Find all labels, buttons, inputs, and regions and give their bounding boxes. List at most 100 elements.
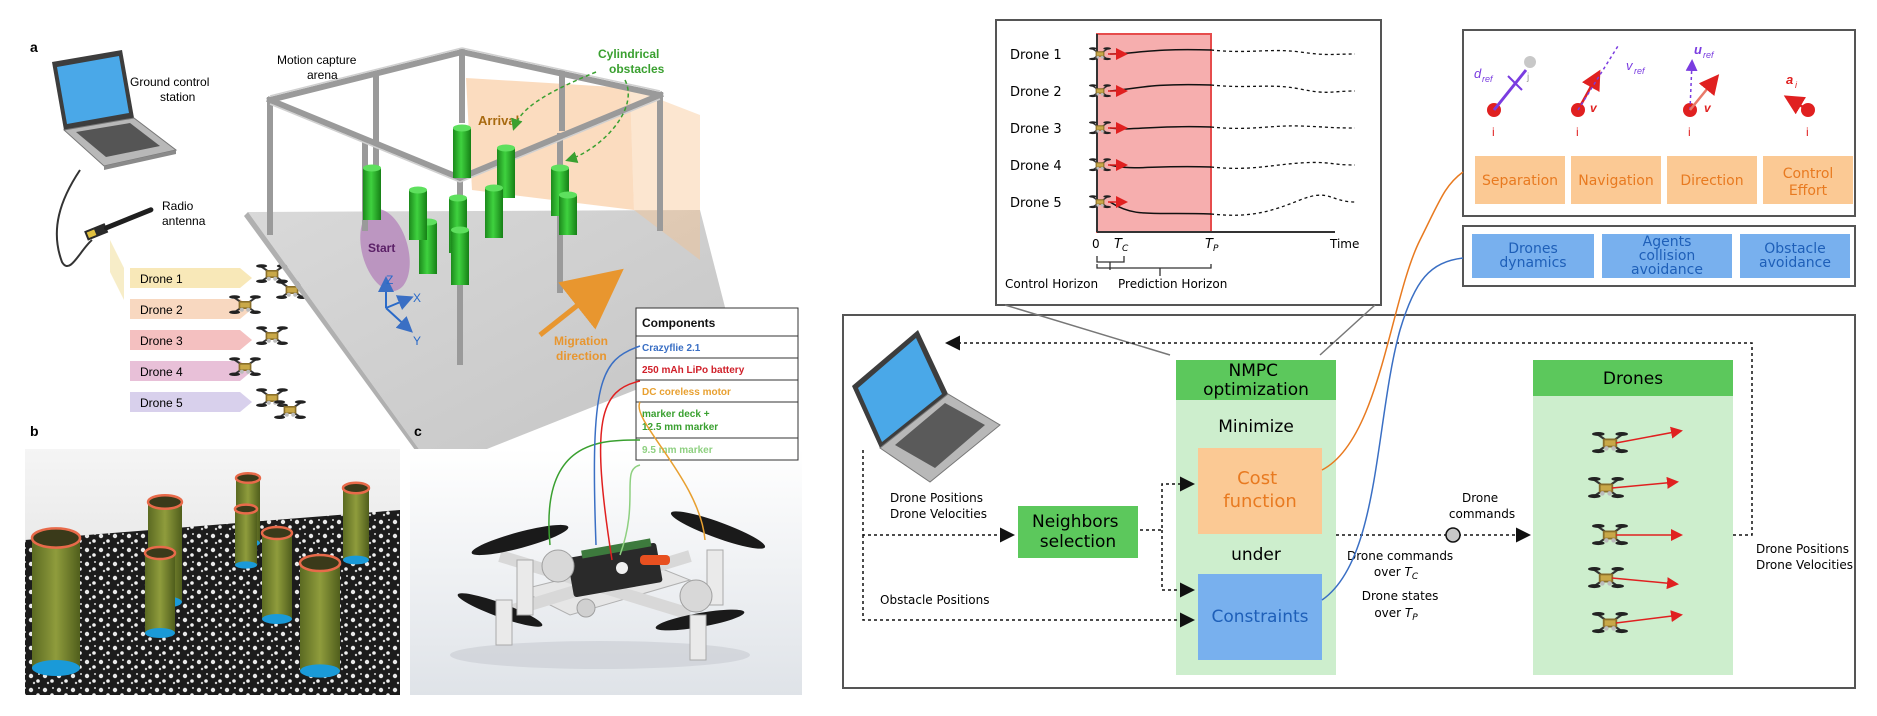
cost-term-label: Separation xyxy=(1482,173,1558,189)
agent-i-label: i xyxy=(1806,125,1809,139)
horizon-trajectory-dashed xyxy=(1210,84,1356,93)
inputs-states-label: Drone Positions Drone Velocities xyxy=(890,491,987,521)
drone-tag-2 xyxy=(130,299,252,319)
tube-rim xyxy=(298,553,342,573)
cost-term-box xyxy=(1571,156,1661,204)
agent-i-label: i xyxy=(1688,125,1691,139)
icon-sub-ref: ref xyxy=(1703,50,1715,60)
component-label: 9.5 mm marker xyxy=(642,445,713,456)
inputs-line1: Drone Positions xyxy=(890,491,983,505)
component-label: Crazyflie 2.1 xyxy=(642,343,701,354)
component-leader xyxy=(599,380,641,561)
truss-detail xyxy=(269,47,661,183)
constraint-leader xyxy=(1321,257,1464,601)
drones-column xyxy=(1533,360,1733,675)
constraint-term-box xyxy=(1740,234,1850,278)
constraint-term-box xyxy=(1602,234,1732,278)
cost-term-label: Navigation xyxy=(1578,173,1654,189)
radio-line1: Radio xyxy=(162,199,194,213)
swarm-velocity-arrow xyxy=(1615,610,1683,624)
obstacle-positions-label: Obstacle Positions xyxy=(880,593,989,607)
cylinder-top xyxy=(551,164,569,172)
commands-over-tc: T xyxy=(1401,565,1414,579)
component-label: DC coreless motor xyxy=(642,387,731,398)
component-leader xyxy=(638,401,706,541)
tube-rim xyxy=(234,471,262,485)
time-axis-label: Time xyxy=(1329,237,1359,251)
swarm-velocity-arrow xyxy=(1611,577,1679,590)
cost-term-line: Control xyxy=(1783,166,1834,182)
component-label-line: 12.5 mm marker xyxy=(642,422,718,433)
icon-label-vi: v xyxy=(1704,101,1712,115)
cost-term-line: Effort xyxy=(1789,183,1828,199)
icon-label-vi: v xyxy=(1590,101,1598,115)
horizon-drone-label: Drone 5 xyxy=(1010,196,1062,211)
horizon-trajectory-dashed xyxy=(1210,194,1356,216)
start-label: Start xyxy=(368,241,395,255)
drone-icon xyxy=(255,325,289,346)
drones-title-box xyxy=(1533,360,1733,396)
cylinder-obstacle xyxy=(485,188,503,238)
tube-base xyxy=(262,614,292,624)
states-over-label: Drone states over TP xyxy=(1362,589,1443,623)
migration-line1: Migration xyxy=(554,334,608,348)
migration-label: Migration direction xyxy=(554,334,611,363)
tick-tc: TC xyxy=(1114,237,1129,254)
cost-term-line: Direction xyxy=(1680,173,1743,189)
reference-velocity-arrow xyxy=(1577,45,1619,111)
ground-station-line2: station xyxy=(160,90,195,104)
drone-icon xyxy=(273,399,307,420)
migration-arrow xyxy=(538,268,624,337)
cylinder-top xyxy=(363,164,381,172)
drone-tag-label-2: Drone 2 xyxy=(140,303,183,317)
cylinder-obstacle xyxy=(409,190,427,240)
panel-a: a Ground control station Radio antenna xyxy=(30,39,736,476)
radio-line2: antenna xyxy=(162,214,206,228)
tick-tc-main: T xyxy=(1114,237,1123,252)
flow-arrows xyxy=(862,335,1753,628)
prediction-horizon-brace xyxy=(1096,264,1212,276)
axis-x-label: X xyxy=(413,291,421,305)
tube-base xyxy=(343,555,369,565)
tube-obstacle xyxy=(300,563,340,671)
states-over-line2: over xyxy=(1374,606,1401,620)
cost-term-line: Separation xyxy=(1482,173,1558,189)
icon-sub-ref: ref xyxy=(1482,74,1494,84)
states-over-tp: T xyxy=(1401,606,1414,620)
cylinder-obstacle xyxy=(497,148,515,198)
horizon-drone-label: Drone 2 xyxy=(1010,85,1062,100)
nmpc-title: NMPC optimization xyxy=(1203,361,1309,400)
drone-commands-line2: commands xyxy=(1449,507,1515,521)
reference-control-arrow xyxy=(1685,59,1698,111)
component-label: 250 mAh LiPo battery xyxy=(642,365,745,376)
tick-tc-sub: C xyxy=(1122,244,1129,254)
drone-tag-1 xyxy=(130,268,252,288)
horizon-drone-label: Drone 4 xyxy=(1010,159,1062,174)
constraint-term-line: dynamics xyxy=(1499,255,1566,271)
cost-term-box xyxy=(1667,156,1757,204)
constraint-term-line: avoidance xyxy=(1631,262,1703,278)
cylinder-top xyxy=(485,184,503,192)
tick-tp-sub: P xyxy=(1213,244,1219,254)
cost-term-line: Navigation xyxy=(1578,173,1654,189)
tube-obstacle xyxy=(235,509,257,565)
component-label-line: 9.5 mm marker xyxy=(642,445,713,456)
drone-tag-label-1: Drone 1 xyxy=(140,272,183,286)
truss-frame xyxy=(266,48,664,365)
panel-c-letter: c xyxy=(414,423,422,439)
cylinder-obstacle xyxy=(559,195,577,235)
nmpc-title-line1: NMPC xyxy=(1229,361,1279,381)
component-row xyxy=(635,401,799,439)
nmpc-title-box xyxy=(1176,360,1336,400)
arena-label: Motion capture arena xyxy=(277,53,360,82)
tube-obstacle xyxy=(32,538,80,668)
icon-sub-ref: ref xyxy=(1634,66,1646,76)
